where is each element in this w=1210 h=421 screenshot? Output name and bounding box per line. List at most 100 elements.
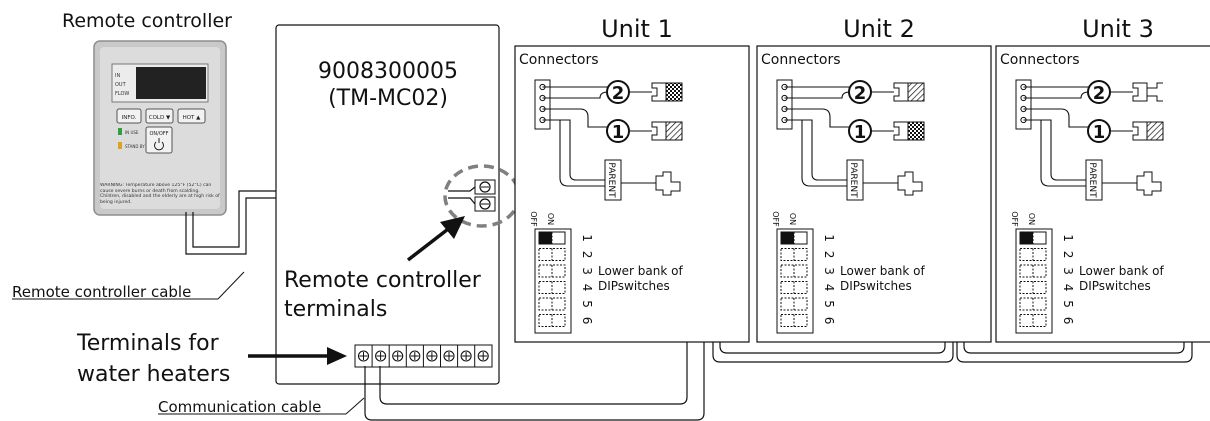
controller-box: 9008300005 (TM-MC02) <box>275 24 521 385</box>
remote-onoff-label: ON/OFF <box>149 131 168 137</box>
dip-off-label: OFF <box>1010 211 1019 227</box>
dip-caption-2: DIPswitches <box>598 279 670 293</box>
dip-switch-6[interactable] <box>780 314 808 327</box>
dip-number: 2 <box>580 251 594 259</box>
plug-connector-icon <box>1132 82 1163 102</box>
water-heater-terminals-arrow <box>248 347 347 365</box>
connector-1-number: 1 <box>854 122 867 143</box>
parent-label: PARENT <box>1087 162 1097 198</box>
dip-number: 1 <box>580 234 594 242</box>
dip-switch-3[interactable] <box>1019 264 1047 278</box>
connector-1-number: 1 <box>1093 122 1106 143</box>
water-heater-terminals-label-1: Terminals for <box>76 331 220 356</box>
connectors-label: Connectors <box>1000 52 1080 68</box>
remote-led-in-use: IN USE <box>125 130 139 135</box>
remote-hot-button[interactable]: HOT ▲ <box>177 108 206 124</box>
dip-switch-3[interactable] <box>780 264 808 278</box>
remote-controller-title: Remote controller <box>62 10 232 32</box>
unit-title: Unit 2 <box>843 15 915 43</box>
water-heater-terminals-label-2: water heaters <box>77 362 230 387</box>
connector-strip <box>776 79 793 130</box>
connector-strip <box>534 79 551 130</box>
dip-number: 6 <box>580 317 594 325</box>
dip-switch-2[interactable] <box>538 248 566 261</box>
dip-switch-4[interactable] <box>538 281 566 294</box>
dip-switch-2[interactable] <box>1019 248 1047 261</box>
connector-2-icon: 2 <box>1087 80 1111 104</box>
parent-plug-icon <box>655 171 681 196</box>
connector-1-icon: 1 <box>848 119 872 143</box>
remote-cold-button[interactable]: COLD ▼ <box>145 108 174 124</box>
dip-number: 2 <box>822 251 836 259</box>
dip-switch-5[interactable] <box>1019 297 1047 311</box>
remote-hot-label: HOT ▲ <box>183 115 202 121</box>
remote-cold-label: COLD ▼ <box>149 115 171 121</box>
connector-2-number: 2 <box>612 83 625 104</box>
parent-connector: PARENT <box>604 159 622 201</box>
connectors-label: Connectors <box>761 52 841 68</box>
dip-off-label: OFF <box>771 211 780 227</box>
dip-switch-3[interactable] <box>538 264 566 278</box>
dip-number: 6 <box>822 317 836 325</box>
dip-switch-4[interactable] <box>780 281 808 294</box>
dip-switch-5[interactable] <box>780 297 808 311</box>
unit-title: Unit 1 <box>601 15 673 43</box>
remote-led-standby: STAND BY <box>125 144 145 149</box>
parent-connector: PARENT <box>846 159 864 201</box>
dip-number: 1 <box>1061 234 1075 242</box>
dip-number: 4 <box>1061 284 1075 292</box>
connector-2-icon: 2 <box>848 80 872 104</box>
dip-number: 5 <box>822 300 836 308</box>
remote-info-label: INFO. <box>122 115 137 121</box>
dip-switch-4[interactable] <box>1019 281 1047 294</box>
remote-onoff-button[interactable]: ON/OFF <box>145 126 173 154</box>
unit-title: Unit 3 <box>1082 15 1154 43</box>
remote-warning-text: WARNING: Temperature above 125°F (52°C) … <box>100 183 220 205</box>
parent-plug-icon <box>1136 171 1162 196</box>
dip-switch-5[interactable] <box>538 297 566 311</box>
dip-on-label: ON <box>546 213 555 225</box>
dip-number: 4 <box>822 284 836 292</box>
dip-number: 6 <box>1061 317 1075 325</box>
dip-on-label: ON <box>1027 213 1036 225</box>
plug-connector-icon <box>1132 121 1164 141</box>
connector-strip <box>1015 79 1032 130</box>
dip-number: 3 <box>1061 267 1075 275</box>
dip-switch-1[interactable] <box>1019 231 1047 245</box>
dip-number: 4 <box>580 284 594 292</box>
dip-switch-1[interactable] <box>538 231 566 245</box>
dip-switch-6[interactable] <box>1019 314 1047 327</box>
parent-connector: PARENT <box>1085 159 1103 201</box>
dip-number: 1 <box>822 234 836 242</box>
in-use-led <box>118 128 122 135</box>
dip-switch-2[interactable] <box>780 248 808 261</box>
remote-display <box>136 67 206 99</box>
plug-connector-icon <box>893 121 925 141</box>
remote-terminals-arrow <box>406 216 465 262</box>
comm-cable-label: Communication cable <box>158 398 321 416</box>
connector-1-icon: 1 <box>606 119 630 143</box>
plug-connector-icon <box>893 82 925 102</box>
remote-label-out: OUT <box>115 82 127 88</box>
remote-label-flow: FLOW <box>115 91 129 97</box>
dip-off-label: OFF <box>529 211 538 227</box>
standby-led <box>118 142 122 149</box>
dip-number: 3 <box>580 267 594 275</box>
dip-caption-1: Lower bank of <box>840 264 925 278</box>
parent-plug-icon <box>897 171 923 196</box>
dip-caption-2: DIPswitches <box>840 279 912 293</box>
connector-2-number: 2 <box>854 83 867 104</box>
remote-cable-label: Remote controller cable <box>12 283 191 301</box>
dip-number: 5 <box>1061 300 1075 308</box>
dip-caption-2: DIPswitches <box>1079 279 1151 293</box>
remote-info-button[interactable]: INFO. <box>116 108 142 124</box>
remote-terminals-label-2: terminals <box>284 297 387 322</box>
dip-number: 5 <box>580 300 594 308</box>
dip-caption-1: Lower bank of <box>1079 264 1164 278</box>
dip-switch-6[interactable] <box>538 314 566 327</box>
dip-switch-1[interactable] <box>780 231 808 245</box>
